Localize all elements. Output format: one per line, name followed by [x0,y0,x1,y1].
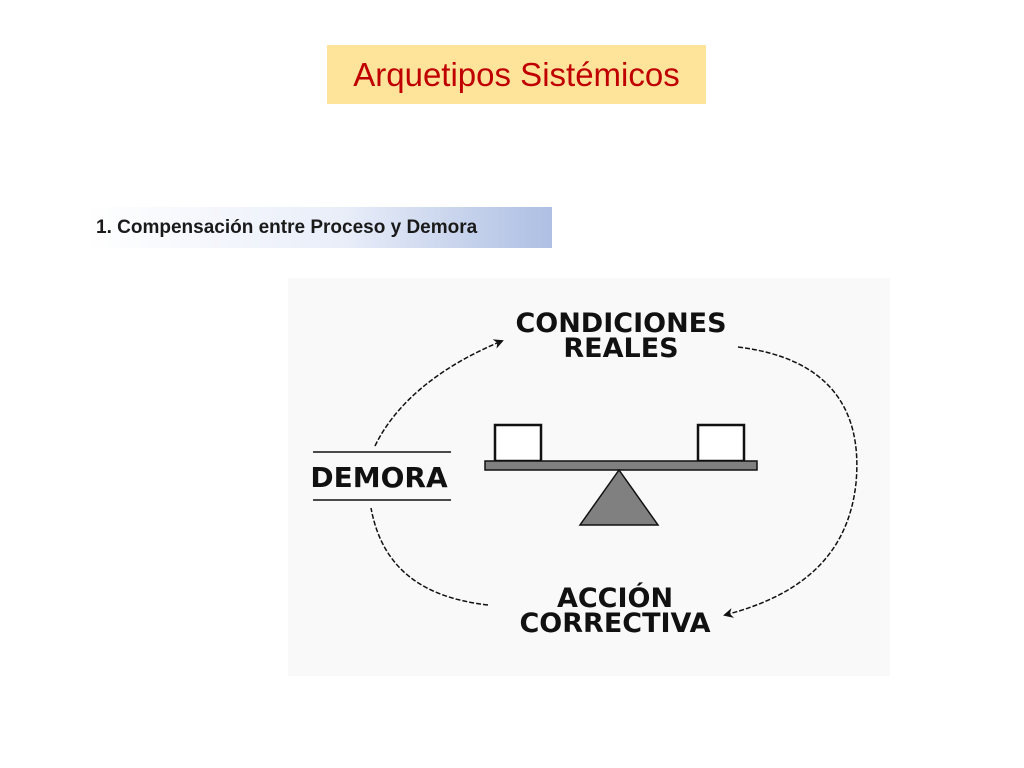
section-heading: 1. Compensación entre Proceso y Demora [96,216,478,238]
seesaw-left-box [493,423,543,463]
arrow-delay-to-conditions [374,339,504,447]
node-corrective-action-line2: CORRECTIVA [519,608,710,639]
slide-title: Arquetipos Sistémicos [353,55,680,93]
section-heading-box: 1. Compensación entre Proceso y Demora [85,207,552,248]
balance-delay-diagram: CONDICIONES REALES ACCIÓN CORRECTIVA DEM… [288,278,890,676]
seesaw-fulcrum [578,468,660,526]
arrow-action-to-delay [370,507,489,606]
seesaw-right-box [696,423,746,463]
seesaw-beam [484,460,758,471]
node-corrective-action-line1: ACCIÓN [557,582,673,614]
node-real-conditions-line1: CONDICIONES [515,308,726,339]
node-real-conditions-line2: REALES [563,333,678,364]
diagram-canvas: CONDICIONES REALES ACCIÓN CORRECTIVA DEM… [310,308,858,639]
slide-title-box: Arquetipos Sistémicos [327,45,706,104]
arrow-conditions-to-action [723,346,858,618]
node-delay: DEMORA [310,461,448,494]
